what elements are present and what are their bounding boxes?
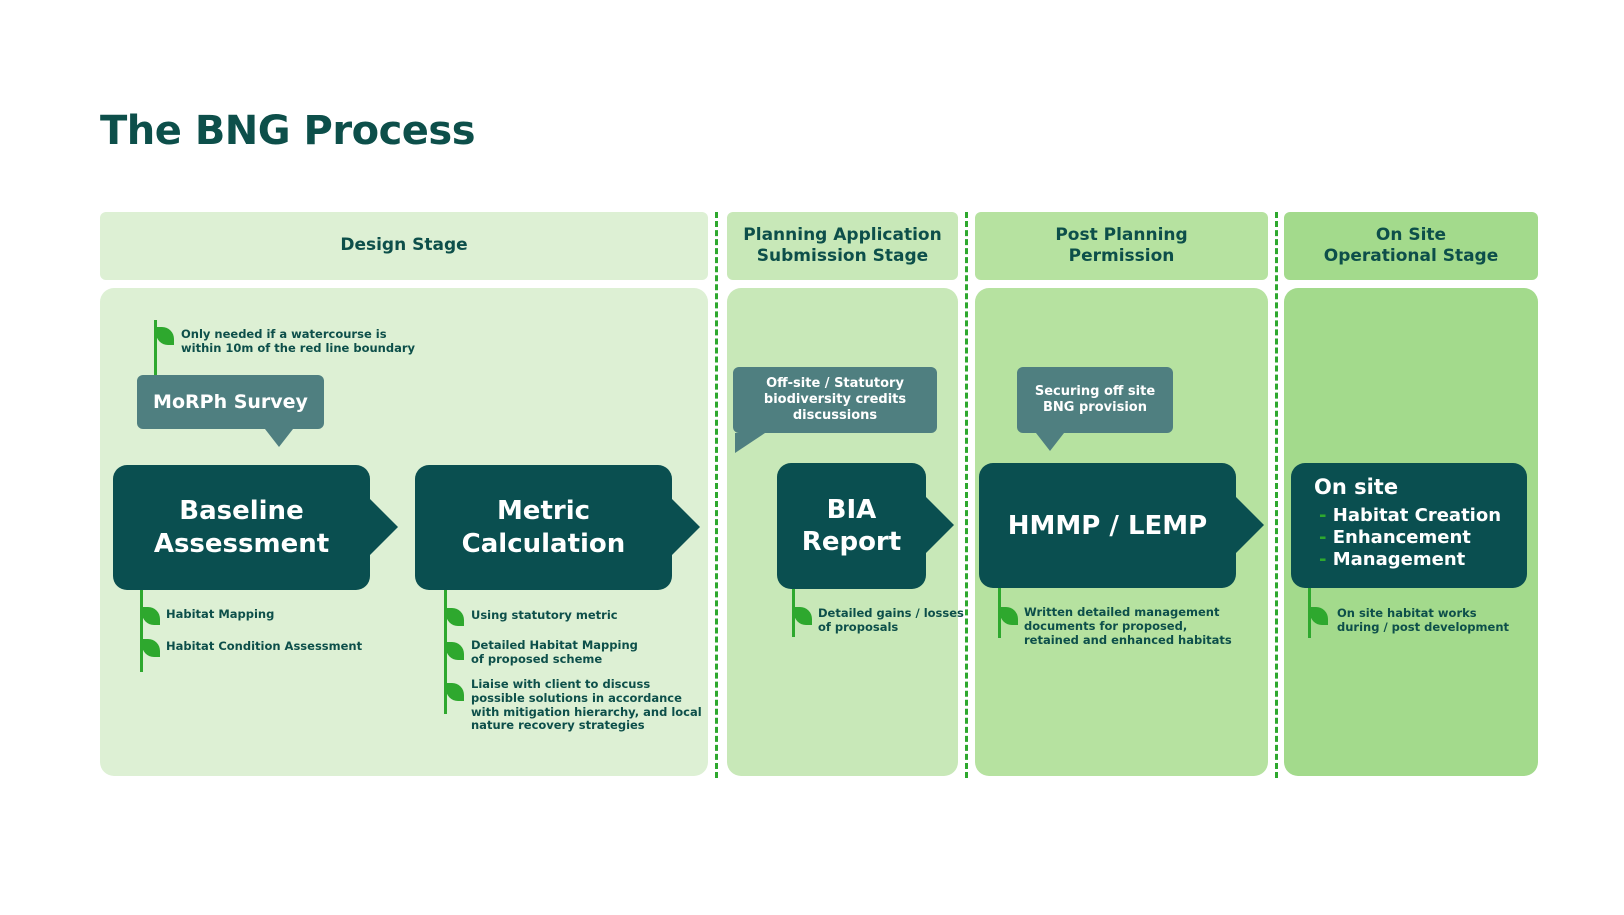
stage-divider xyxy=(1275,212,1278,778)
on-site-list: - Habitat Creation - Enhancement - Manag… xyxy=(1319,505,1527,570)
page-title: The BNG Process xyxy=(100,108,476,154)
stage-header-on-site: On Site Operational Stage xyxy=(1284,212,1538,280)
metric-note: Liaise with client to discuss possible s… xyxy=(471,677,702,733)
connector-line xyxy=(140,590,143,672)
leaf-icon xyxy=(142,607,160,625)
stage-header-post-planning: Post Planning Permission xyxy=(975,212,1268,280)
on-site-box: On site - Habitat Creation - Enhancement… xyxy=(1291,463,1527,588)
metric-note: Detailed Habitat Mapping of proposed sch… xyxy=(471,638,638,666)
chevron-right-icon xyxy=(370,499,398,555)
callout-pointer xyxy=(265,429,293,447)
stage-divider xyxy=(715,212,718,778)
bia-report-box: BIA Report xyxy=(777,463,926,589)
stage-divider xyxy=(965,212,968,778)
leaf-icon xyxy=(794,607,812,625)
on-site-note: On site habitat works during / post deve… xyxy=(1337,606,1510,634)
hmmp-note: Written detailed management documents fo… xyxy=(1024,605,1232,647)
chevron-right-icon xyxy=(672,499,700,555)
securing-offsite-callout: Securing off site BNG provision xyxy=(1017,367,1173,433)
baseline-note: Habitat Mapping xyxy=(166,607,275,621)
leaf-icon xyxy=(446,608,464,626)
baseline-assessment-box: Baseline Assessment xyxy=(113,465,370,590)
connector-line xyxy=(444,590,447,714)
leaf-icon xyxy=(142,639,160,657)
on-site-item: - Management xyxy=(1319,549,1466,570)
stage-header-planning-application: Planning Application Submission Stage xyxy=(727,212,958,280)
on-site-title: On site xyxy=(1314,475,1399,499)
connector-line xyxy=(1308,588,1311,638)
connector-line xyxy=(998,588,1001,638)
stage-header-design: Design Stage xyxy=(100,212,708,280)
leaf-icon xyxy=(1000,607,1018,625)
metric-note: Using statutory metric xyxy=(471,608,618,622)
connector-line xyxy=(792,589,795,637)
bia-note: Detailed gains / losses of proposals xyxy=(818,606,964,634)
on-site-item: - Habitat Creation xyxy=(1319,505,1502,526)
callout-pointer xyxy=(1036,433,1064,451)
offsite-credits-callout: Off-site / Statutory biodiversity credit… xyxy=(733,367,937,433)
connector-line xyxy=(154,320,157,376)
leaf-icon xyxy=(156,327,174,345)
metric-calculation-box: Metric Calculation xyxy=(415,465,672,590)
leaf-icon xyxy=(446,683,464,701)
morph-note: Only needed if a watercourse is within 1… xyxy=(181,327,416,355)
morph-survey-callout: MoRPh Survey xyxy=(137,375,324,429)
baseline-note: Habitat Condition Assessment xyxy=(166,639,363,653)
on-site-item: - Enhancement xyxy=(1319,527,1471,548)
leaf-icon xyxy=(446,642,464,660)
chevron-right-icon xyxy=(926,497,954,553)
hmmp-lemp-box: HMMP / LEMP xyxy=(979,463,1236,588)
chevron-right-icon xyxy=(1236,497,1264,553)
leaf-icon xyxy=(1310,607,1328,625)
callout-pointer xyxy=(735,433,765,453)
